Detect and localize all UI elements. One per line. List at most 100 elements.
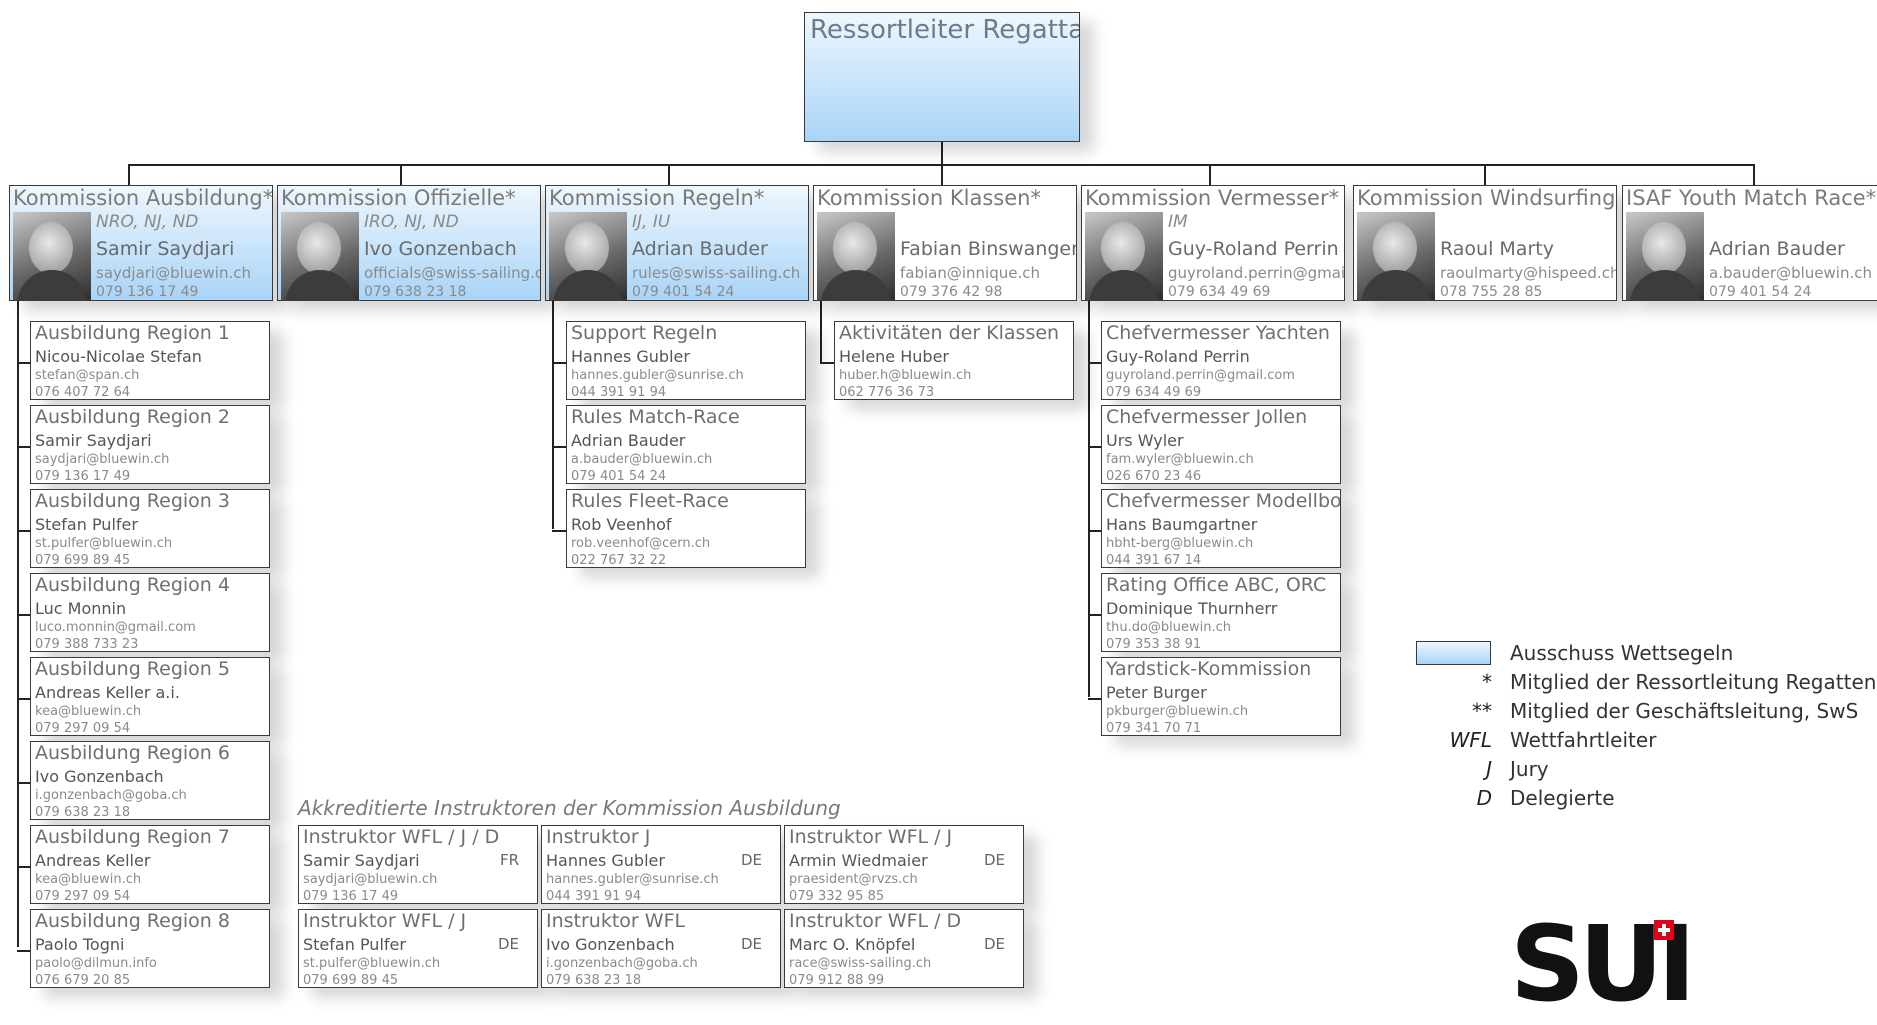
kommission-email: a.bauder@bluewin.ch [1709, 264, 1872, 282]
connector-branch [1088, 698, 1101, 700]
photo-shoulders [17, 270, 87, 300]
sub-email: hannes.gubler@sunrise.ch [571, 368, 744, 383]
person-photo [1357, 212, 1435, 300]
sub-phone: 079 136 17 49 [35, 469, 131, 484]
person-photo [281, 212, 359, 300]
instruktor-title: Instruktor WFL / D [789, 910, 962, 932]
kommission-email: raoulmarty@hispeed.ch [1440, 264, 1617, 282]
sub-title: Chefvermesser Yachten [1106, 322, 1330, 344]
kommission-roles: IRO, NJ, ND [364, 212, 459, 232]
kommission-title: Kommission Klassen* [817, 186, 1041, 210]
kommission-email: saydjari@bluewin.ch [96, 264, 251, 282]
person-photo [1085, 212, 1163, 300]
kommission-phone: 079 634 49 69 [1168, 284, 1271, 300]
kommission-name: Fabian Binswanger [900, 238, 1077, 260]
instruktor-email: praesident@rvzs.ch [789, 872, 918, 887]
connector-branch [17, 614, 30, 616]
legend-symbol: D [1476, 786, 1492, 810]
instruktor-name: Hannes Gubler [546, 851, 665, 870]
sub-name: Hannes Gubler [571, 347, 690, 366]
sub-email: rob.veenhof@cern.ch [571, 536, 711, 551]
sub-phone: 044 391 67 14 [1106, 553, 1202, 568]
sub-email: paolo@dilmun.info [35, 956, 157, 971]
sub-email: pkburger@bluewin.ch [1106, 704, 1249, 719]
connector-branch [17, 446, 30, 448]
sub-phone: 076 679 20 85 [35, 973, 131, 988]
connector-top [941, 141, 943, 165]
sub-email: thu.do@bluewin.ch [1106, 620, 1232, 635]
instruktor-name: Armin Wiedmaier [789, 851, 928, 870]
kommission-email: officials@swiss-sailing.ch [364, 264, 541, 282]
legend-swatch-label: Ausschuss Wettsegeln [1510, 641, 1734, 665]
sub-name: Rob Veenhof [571, 515, 672, 534]
connector-branch [552, 530, 566, 532]
kommission-title: Kommission Offizielle* [281, 186, 516, 210]
spine-regeln [552, 300, 554, 529]
connector-drop [128, 164, 130, 186]
person-photo [13, 212, 91, 300]
kommission-roles: IJ, IU [632, 212, 671, 232]
sub-title: Yardstick-Kommission [1106, 658, 1312, 680]
sub-phone: 076 407 72 64 [35, 385, 131, 400]
sub-title: Rules Fleet-Race [571, 490, 729, 512]
connector-drop [400, 164, 402, 186]
sub-name: Urs Wyler [1106, 431, 1184, 450]
instruktor-language: DE [740, 851, 762, 869]
sub-title: Rules Match-Race [571, 406, 740, 428]
sub-email: st.pulfer@bluewin.ch [35, 536, 173, 551]
photo-head [1101, 222, 1145, 274]
kommission-name: Adrian Bauder [1709, 238, 1845, 260]
sub-phone: 062 776 36 73 [839, 385, 935, 400]
legend-label: Wettfahrtleiter [1510, 728, 1657, 752]
instruktor-phone: 079 638 23 18 [546, 973, 642, 988]
kommission-phone: 079 401 54 24 [632, 284, 735, 300]
spine-ausbildung [17, 300, 19, 947]
sub-title: Ausbildung Region 5 [35, 658, 230, 680]
kommission-phone: 079 401 54 24 [1709, 284, 1812, 300]
instruktor-email: i.gonzenbach@goba.ch [546, 956, 698, 971]
sub-title: Ausbildung Region 4 [35, 574, 230, 596]
sub-email: huber.h@bluewin.ch [839, 368, 972, 383]
spine-klassen [820, 300, 822, 362]
sub-name: Ivo Gonzenbach [35, 767, 164, 786]
connector-branch [1088, 446, 1101, 448]
kommission-name: Raoul Marty [1440, 238, 1554, 260]
legend-label: Jury [1510, 757, 1549, 781]
instruktor-email: race@swiss-sailing.ch [789, 956, 932, 971]
kommission-title: ISAF Youth Match Race* [1626, 186, 1877, 210]
sub-email: saydjari@bluewin.ch [35, 452, 170, 467]
sub-phone: 079 297 09 54 [35, 721, 131, 736]
legend-symbol: J [1486, 757, 1492, 781]
instruktor-phone: 079 699 89 45 [303, 973, 399, 988]
photo-head [1642, 222, 1686, 274]
instruktor-title: Instruktor WFL [546, 910, 686, 932]
sub-email: guyroland.perrin@gmail.com [1106, 368, 1295, 383]
instruktor-name: Marc O. Knöpfel [789, 935, 916, 954]
connector-drop [1753, 164, 1755, 186]
instruktor-phone: 079 136 17 49 [303, 889, 399, 904]
sub-email: kea@bluewin.ch [35, 872, 142, 887]
instruktor-title: Instruktor WFL / J [789, 826, 953, 848]
vermesser-item: Chefvermesser ModellbooteHans Baumgartne… [1101, 489, 1341, 568]
instruktor-phone: 079 912 88 99 [789, 973, 885, 988]
sub-name: Hans Baumgartner [1106, 515, 1258, 534]
connector-drop [1209, 164, 1211, 186]
legend-label: Delegierte [1510, 786, 1615, 810]
